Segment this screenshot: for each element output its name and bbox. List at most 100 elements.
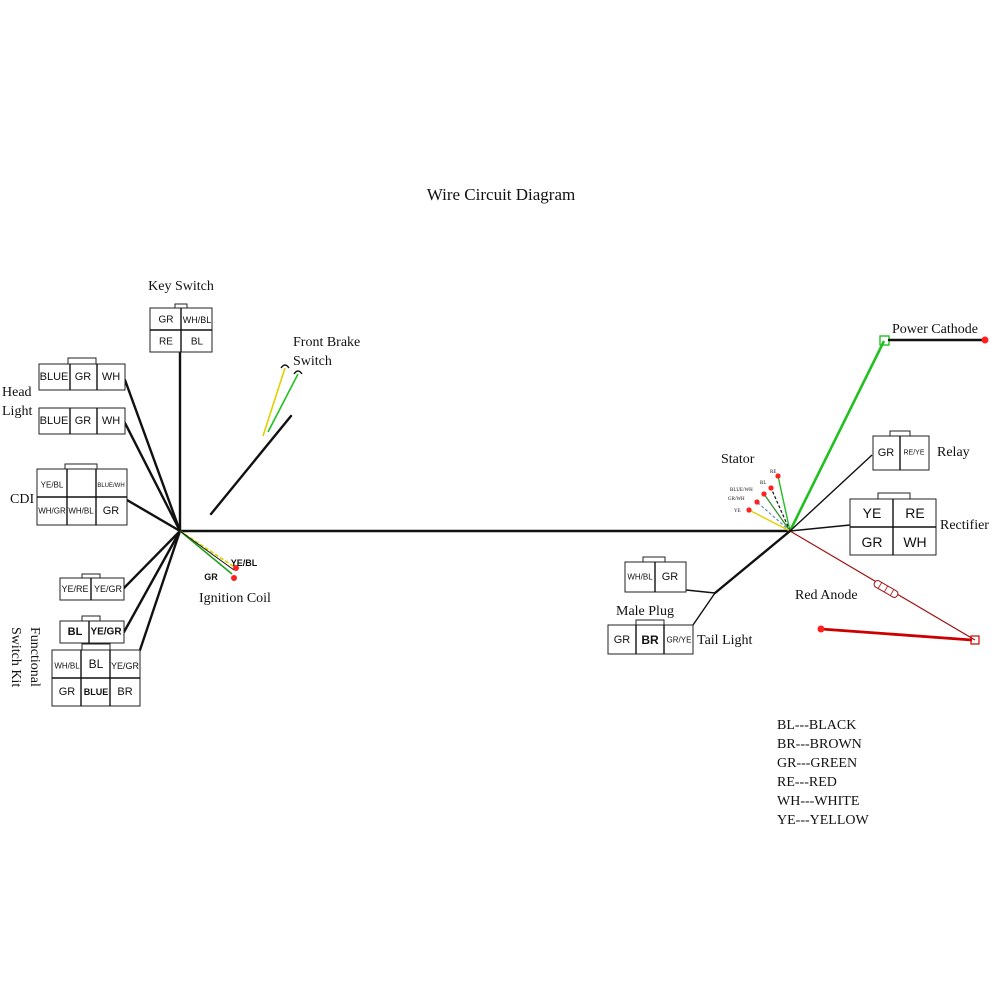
stator-wire-label-5: YE bbox=[734, 509, 741, 514]
stator-wire-label-4: GR/WH bbox=[728, 497, 745, 502]
ignition-terminal-1 bbox=[233, 565, 239, 571]
stator-terminal-3 bbox=[761, 491, 767, 497]
male-plug-branch bbox=[685, 589, 716, 594]
head-light-bottom-cell-3: WH bbox=[102, 415, 120, 427]
legend-item: RE---RED bbox=[777, 775, 837, 790]
tail-light-cell-1: GR bbox=[614, 634, 631, 646]
rectifier-cell-2: RE bbox=[905, 505, 924, 521]
switch-plug2-cell-2: YE/GR bbox=[90, 627, 122, 638]
relay-latch bbox=[889, 430, 911, 437]
rectifier-wire bbox=[789, 524, 851, 532]
ignition-lead-black bbox=[179, 530, 235, 571]
cdi-cell-2: BLUE/WH bbox=[97, 483, 124, 489]
front-brake-switch: Front Brake Switch bbox=[293, 335, 360, 369]
cdi-wire bbox=[125, 498, 182, 533]
legend-item: BR---BROWN bbox=[777, 737, 862, 752]
stator: Stator RE BL BLUE/WH GR/WH YE bbox=[721, 452, 776, 514]
relay-label: Relay bbox=[937, 445, 970, 460]
diagram-title: Wire Circuit Diagram bbox=[427, 185, 575, 204]
male-plug-label: Male Plug bbox=[616, 604, 674, 619]
relay-cell-2: RE/YE bbox=[903, 450, 924, 457]
head-light-connector-bottom bbox=[38, 407, 126, 435]
head-light: Head Light BLUE GR WH BLUE GR WH bbox=[2, 357, 126, 435]
stator-terminal-5 bbox=[746, 507, 752, 513]
legend-item: YE---YELLOW bbox=[777, 813, 870, 828]
cdi-latch bbox=[64, 463, 98, 470]
cdi-cell-3: WH/GR bbox=[38, 507, 66, 516]
front-brake-lead-green bbox=[267, 373, 299, 433]
relay-cell-1: GR bbox=[878, 447, 895, 459]
key-switch-cell-2: WH/BL bbox=[183, 315, 212, 325]
ignition-lead-green bbox=[179, 530, 233, 575]
rectifier-cell-4: WH bbox=[903, 534, 926, 550]
switch-plug3-cell-5: BLUE bbox=[84, 687, 109, 697]
front-brake-terminal-2 bbox=[293, 370, 303, 375]
fuse-holder bbox=[873, 580, 899, 598]
stator-lead-5 bbox=[748, 509, 791, 532]
switch-kit-label-2: Switch Kit bbox=[8, 627, 23, 687]
stator-lead-3 bbox=[763, 493, 791, 532]
switch-plug3-cell-2: BL bbox=[89, 657, 104, 671]
switch-plug3-latch bbox=[81, 643, 111, 651]
key-switch-label: Key Switch bbox=[148, 279, 214, 294]
red-anode-label: Red Anode bbox=[795, 588, 858, 603]
switch-plug3-cell-4: GR bbox=[59, 686, 76, 698]
relay-connector bbox=[872, 435, 930, 471]
tail-light-label: Tail Light bbox=[697, 633, 753, 648]
head-light-top-cell-2: GR bbox=[75, 371, 92, 383]
wires bbox=[122, 335, 989, 652]
head-light-latch-top bbox=[67, 357, 97, 365]
rectifier-label: Rectifier bbox=[940, 518, 989, 533]
switch-plug1-cell-1: YE/RE bbox=[61, 584, 88, 594]
male-plug-cell-1: WH/BL bbox=[627, 573, 653, 582]
stator-terminal-1 bbox=[775, 473, 781, 479]
switch-plug1-wire bbox=[122, 529, 182, 590]
head-light-label-2: Light bbox=[2, 404, 32, 419]
stator-terminal-4 bbox=[754, 499, 760, 505]
head-light-top-cell-1: BLUE bbox=[40, 371, 69, 383]
stator-lead-1 bbox=[777, 475, 791, 532]
head-light-bottom-cell-1: BLUE bbox=[40, 415, 69, 427]
power-cathode-label: Power Cathode bbox=[892, 322, 978, 337]
functional-switch-kit: Functional Switch Kit YE/RE YE/GR BL YE/… bbox=[8, 573, 141, 707]
cdi-label: CDI bbox=[10, 492, 34, 507]
switch-plug3-cell-3: YE/GR bbox=[111, 661, 140, 671]
legend-item: BL---BLACK bbox=[777, 718, 856, 733]
tail-light-latch bbox=[635, 619, 665, 626]
key-switch-cell-1: GR bbox=[159, 315, 174, 326]
tail-light-cell-2: BR bbox=[641, 633, 659, 647]
switch-plug3-cell-1: WH/BL bbox=[54, 662, 80, 671]
red-anode-dot bbox=[817, 625, 825, 633]
male-plug-latch bbox=[642, 556, 666, 563]
ignition-coil-label: Ignition Coil bbox=[199, 591, 271, 606]
tail-light: GR BR GR/YE Tail Light bbox=[607, 619, 753, 655]
ignition-wire-label-1: YE/BL bbox=[231, 558, 258, 568]
legend-item: GR---GREEN bbox=[777, 756, 857, 771]
male-plug-cell-2: GR bbox=[662, 571, 679, 583]
switch-plug1-cell-2: YE/GR bbox=[94, 584, 123, 594]
tail-light-wire bbox=[713, 529, 792, 595]
key-switch-cell-4: BL bbox=[191, 337, 204, 348]
key-switch-latch bbox=[174, 303, 188, 309]
cdi-cell-1: YE/BL bbox=[41, 481, 64, 490]
ignition-terminal-2 bbox=[231, 575, 237, 581]
head-light-wire-bottom bbox=[123, 421, 182, 533]
switch-plug1-latch bbox=[81, 573, 101, 579]
front-brake-lead-yellow bbox=[262, 367, 286, 437]
rectifier-cell-1: YE bbox=[863, 505, 882, 521]
ignition-wire-label-2: GR bbox=[204, 572, 218, 582]
head-light-connector-top bbox=[38, 363, 126, 391]
front-brake-label-1: Front Brake bbox=[293, 335, 360, 350]
tail-light-connector bbox=[607, 624, 694, 655]
switch-plug3-cell-6: BR bbox=[117, 686, 132, 698]
switch-plug2-cell-1: BL bbox=[68, 626, 83, 638]
head-light-top-cell-3: WH bbox=[102, 371, 120, 383]
cdi: CDI YE/BL BLUE/WH WH/GR WH/BL GR bbox=[10, 463, 128, 526]
head-light-bottom-cell-2: GR bbox=[75, 415, 92, 427]
color-legend: BL---BLACK BR---BROWN GR---GREEN RE---RE… bbox=[777, 718, 870, 828]
rectifier: YE RE GR WH Rectifier bbox=[849, 492, 989, 556]
red-anode-lead bbox=[820, 627, 973, 642]
relay: GR RE/YE Relay bbox=[872, 430, 970, 471]
